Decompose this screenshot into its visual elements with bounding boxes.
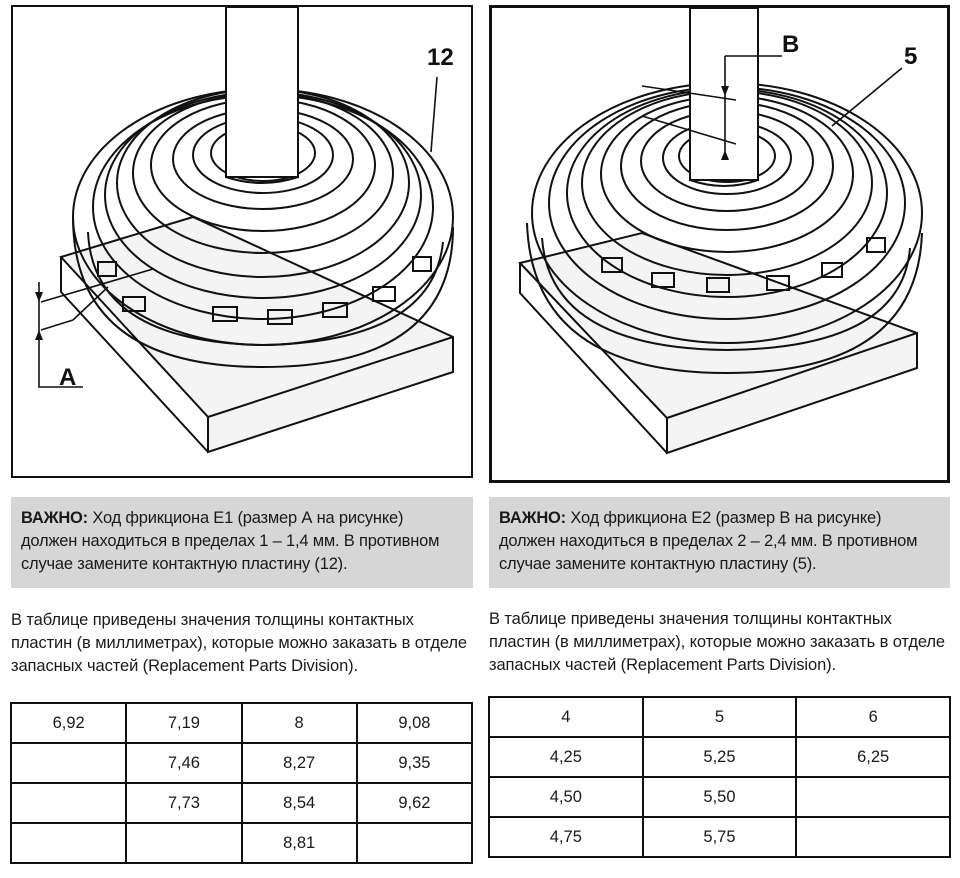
- dimension-a-label: A: [59, 364, 76, 391]
- table-cell: 4: [488, 696, 644, 738]
- table-cell: 4,50: [488, 776, 644, 818]
- plate-thickness-table-e1: 6,92 7,19 8 9,08 7,46 8,27 9,35 7,73 8,5…: [9, 702, 474, 864]
- table-cell: 8,81: [240, 822, 358, 864]
- table-cell: 5,75: [641, 816, 798, 858]
- important-note-e2: ВАЖНО: Ход фрикциона Е2 (размер В на рис…: [489, 497, 950, 588]
- table-cell: 6: [795, 696, 951, 738]
- table-row: 4 5 6: [488, 696, 951, 738]
- table-cell: 6,25: [795, 736, 951, 778]
- table-row: 4,75 5,75: [488, 816, 951, 858]
- table-row: 4,50 5,50: [488, 776, 951, 818]
- table-row: 7,46 8,27 9,35: [9, 742, 474, 784]
- table-row: 6,92 7,19 8 9,08: [9, 702, 474, 744]
- plate-thickness-table-e2: 4 5 6 4,25 5,25 6,25 4,50 5,50 4,75 5,75: [488, 696, 951, 858]
- dimension-b-label: B: [782, 31, 799, 58]
- table-cell: 7,46: [125, 742, 243, 784]
- table-cell: [9, 742, 128, 784]
- table-row: 8,81: [9, 822, 474, 864]
- table-cell: [355, 822, 474, 864]
- table-description: В таблице приведены значения толщины кон…: [489, 610, 946, 674]
- figure-clutch-e1: 12 A: [11, 5, 473, 478]
- table-cell: 6,92: [9, 702, 128, 744]
- clutch-e2-drawing: B 5: [518, 8, 923, 455]
- table-cell: 8,54: [240, 782, 358, 824]
- table-cell: 8,27: [240, 742, 358, 784]
- table-cell: 4,75: [488, 816, 644, 858]
- table-cell: 5,50: [641, 776, 798, 818]
- note-label: ВАЖНО:: [499, 509, 566, 527]
- table-cell: 4,25: [488, 736, 644, 778]
- table-cell: 5,25: [641, 736, 798, 778]
- table-cell: [795, 816, 951, 858]
- note-text: Ход фрикциона Е1 (размер А на рисунке) д…: [21, 509, 440, 573]
- note-text: Ход фрикциона Е2 (размер В на рисунке) д…: [499, 509, 918, 573]
- table-cell: 9,08: [355, 702, 474, 744]
- callout-5: 5: [904, 43, 917, 70]
- table-cell: 5: [641, 696, 798, 738]
- note-label: ВАЖНО:: [21, 509, 88, 527]
- table-row: 4,25 5,25 6,25: [488, 736, 951, 778]
- callout-12: 12: [427, 44, 454, 71]
- table-cell: 8: [240, 702, 358, 744]
- table-cell: [9, 782, 128, 824]
- important-note-e1: ВАЖНО: Ход фрикциона Е1 (размер А на рис…: [11, 497, 473, 588]
- figure-clutch-e2: B 5: [489, 5, 950, 483]
- table-cell: 7,73: [125, 782, 243, 824]
- table-cell: 9,35: [355, 742, 474, 784]
- table-cell: [795, 776, 951, 818]
- table-cell: 7,19: [125, 702, 243, 744]
- clutch-e1-drawing: 12 A: [35, 7, 454, 454]
- table-cell: [9, 822, 128, 864]
- table-row: 7,73 8,54 9,62: [9, 782, 474, 824]
- table-cell: [125, 822, 243, 864]
- table-cell: 9,62: [355, 782, 474, 824]
- table-description: В таблице приведены значения толщины кон…: [11, 611, 468, 675]
